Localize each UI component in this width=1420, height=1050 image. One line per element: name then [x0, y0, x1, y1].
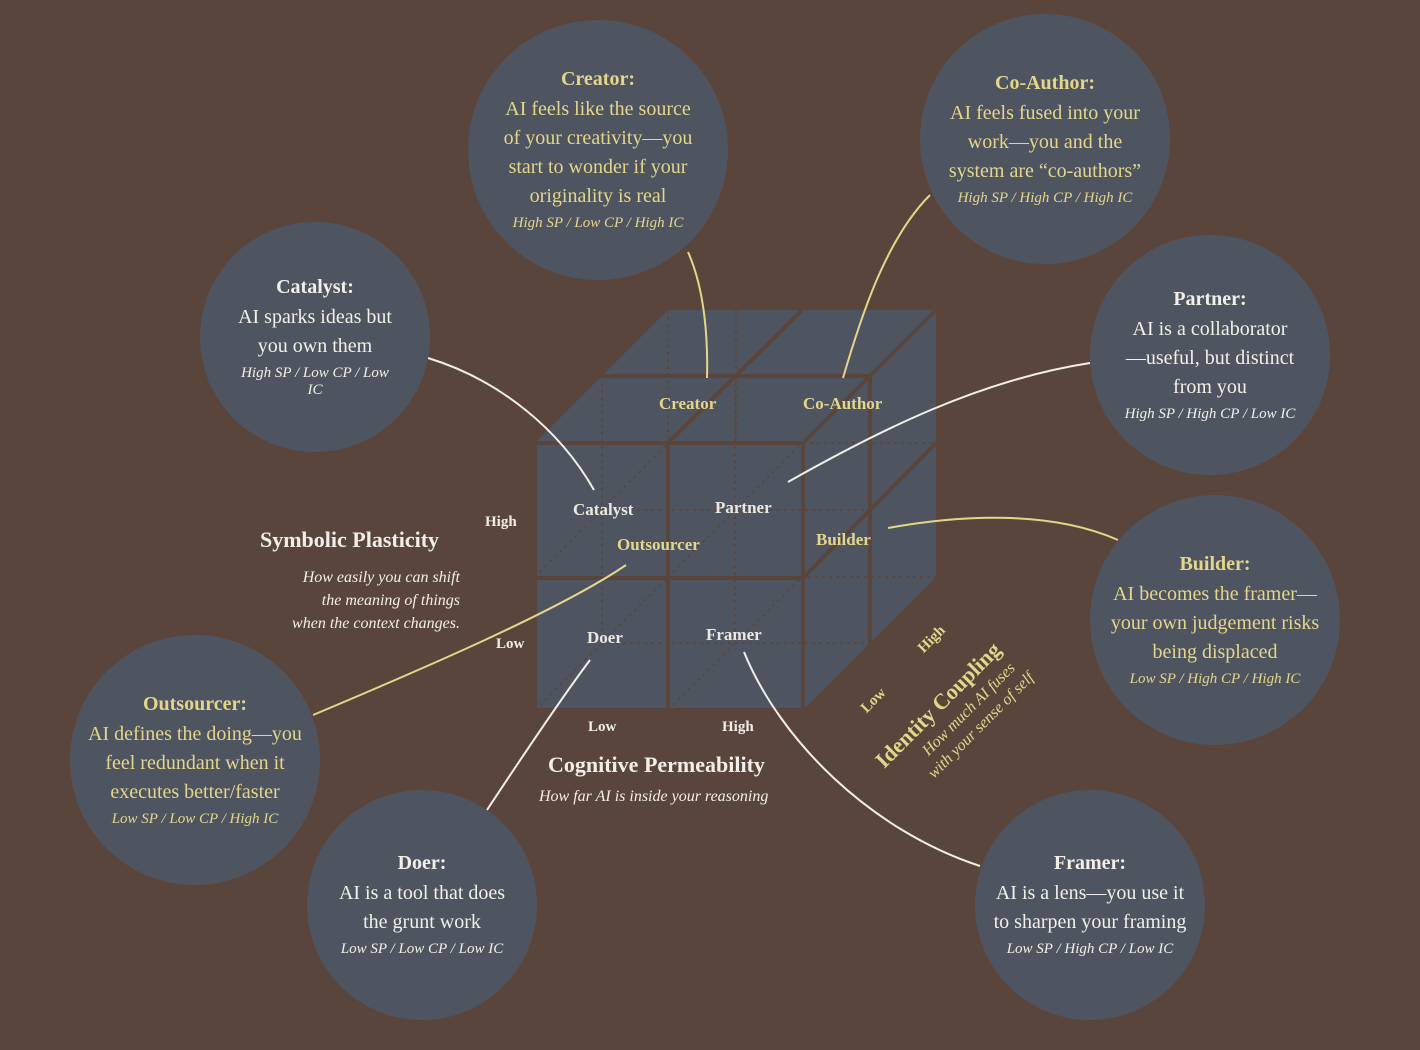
sp-desc-line: How easily you can shift: [302, 569, 460, 586]
sp-desc-line: the meaning of things: [321, 592, 460, 609]
archetype-description: AI is a lens—you use it to sharpen your …: [993, 882, 1187, 933]
sp-low-label: Low: [496, 636, 525, 652]
connector-co-author: [842, 194, 931, 379]
archetype-code: High SP / High CP / High IC: [957, 189, 1133, 206]
archetype-description: AI becomes the framer—your own judgement…: [1110, 582, 1320, 663]
archetype-title: Co-Author:: [995, 71, 1095, 94]
archetype-title: Outsourcer:: [142, 692, 248, 715]
sp-axis-description: How easily you can shift the meaning of …: [292, 566, 460, 635]
archetype-code: Low SP / High CP / High IC: [1129, 670, 1301, 687]
connector-framer: [743, 651, 981, 867]
cube-label-builder: Builder: [816, 530, 871, 549]
connector-outsourcer: [312, 564, 627, 716]
cube-label-outsourcer: Outsourcer: [617, 535, 700, 554]
archetype-description: AI is a tool that does the grunt work: [338, 882, 506, 933]
archetype-framer: Framer: AI is a lens—you use it to sharp…: [975, 790, 1205, 1020]
cube-label-creator: Creator: [659, 394, 717, 413]
connector-builder: [887, 516, 1119, 541]
archetype-description: AI sparks ideas but you own them: [238, 305, 392, 357]
archetype-description: AI feels like the source of your creativ…: [503, 98, 693, 207]
cp-axis-title: Cognitive Permeability: [548, 752, 765, 777]
connectors: [312, 194, 1119, 867]
archetype-title: Creator:: [560, 68, 636, 90]
connector-catalyst: [427, 357, 595, 491]
archetype-description: AI feels fused into your work—you and th…: [948, 101, 1142, 182]
archetype-code: High SP / High CP / Low IC: [1124, 405, 1296, 422]
archetype-code: Low SP / Low CP / High IC: [111, 810, 279, 827]
archetype-code: High SP / Low CP / High IC: [512, 215, 684, 231]
archetype-title: Framer:: [1053, 852, 1127, 874]
connector-partner: [787, 362, 1091, 483]
archetype-title: Builder:: [1179, 552, 1251, 575]
sp-desc-line: when the context changes.: [292, 615, 460, 632]
cube-label-framer: Framer: [706, 625, 762, 644]
archetype-title: Catalyst:: [276, 275, 354, 298]
cube-label-doer: Doer: [587, 628, 623, 647]
archetype-catalyst: Catalyst: AI sparks ideas but you own th…: [200, 222, 430, 452]
archetype-code: Low SP / Low CP / Low IC: [340, 941, 504, 957]
archetype-description: AI defines the doing—you feel redundant …: [88, 722, 302, 803]
archetype-builder: Builder: AI becomes the framer—your own …: [1090, 495, 1340, 745]
cp-low-label: Low: [588, 719, 617, 735]
sp-axis-title: Symbolic Plasticity: [260, 527, 440, 552]
cp-high-label: High: [722, 719, 754, 735]
archetype-partner: Partner: AI is a collaborator—useful, bu…: [1090, 235, 1330, 475]
archetype-code: Low SP / High CP / Low IC: [1006, 941, 1174, 957]
archetype-title: Partner:: [1173, 287, 1247, 310]
sp-high-label: High: [485, 514, 517, 530]
connector-doer: [486, 659, 591, 811]
archetype-outsourcer: Outsourcer: AI defines the doing—you fee…: [70, 635, 320, 885]
cube-label-catalyst: Catalyst: [573, 500, 634, 519]
cube-label-partner: Partner: [715, 498, 772, 517]
archetype-creator: Creator: AI feels like the source of you…: [468, 20, 728, 280]
cube-edges: [533, 308, 938, 712]
archetype-co-author: Co-Author: AI feels fused into your work…: [920, 14, 1170, 264]
cp-axis-description: How far AI is inside your reasoning: [539, 788, 769, 805]
connector-creator: [687, 251, 709, 379]
archetype-doer: Doer: AI is a tool that does the grunt w…: [307, 790, 537, 1020]
archetype-description: AI is a collaborator—useful, but distinc…: [1125, 317, 1295, 398]
archetype-title: Doer:: [397, 852, 447, 874]
cube-label-co-author: Co-Author: [803, 394, 883, 413]
archetype-code: High SP / Low CP / Low IC: [241, 364, 389, 398]
